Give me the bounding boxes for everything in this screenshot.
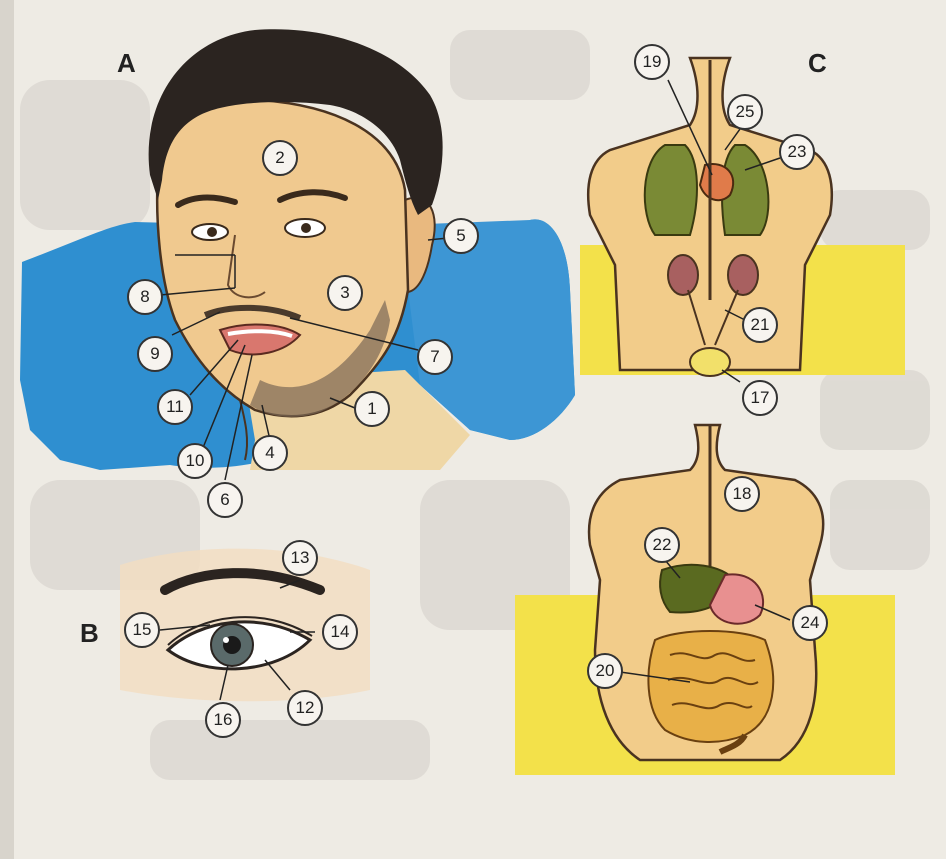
callout-3: 3 (327, 275, 363, 311)
callout-9: 9 (137, 336, 173, 372)
panel-label-a: A (117, 48, 136, 79)
callout-12: 12 (287, 690, 323, 726)
callout-22: 22 (644, 527, 680, 563)
callout-24: 24 (792, 605, 828, 641)
panel-label-c: C (808, 48, 827, 79)
callout-16: 16 (205, 702, 241, 738)
panel-label-b: B (80, 618, 99, 649)
callout-10: 10 (177, 443, 213, 479)
callout-7: 7 (417, 339, 453, 375)
callout-2: 2 (262, 140, 298, 176)
callout-6: 6 (207, 482, 243, 518)
callout-21: 21 (742, 307, 778, 343)
callout-14: 14 (322, 614, 358, 650)
callout-13: 13 (282, 540, 318, 576)
callout-25: 25 (727, 94, 763, 130)
callout-15: 15 (124, 612, 160, 648)
callout-20: 20 (587, 653, 623, 689)
callout-17: 17 (742, 380, 778, 416)
callout-5: 5 (443, 218, 479, 254)
callout-11: 11 (157, 389, 193, 425)
callout-18: 18 (724, 476, 760, 512)
callout-1: 1 (354, 391, 390, 427)
callout-19: 19 (634, 44, 670, 80)
callout-8: 8 (127, 279, 163, 315)
callout-4: 4 (252, 435, 288, 471)
callout-23: 23 (779, 134, 815, 170)
